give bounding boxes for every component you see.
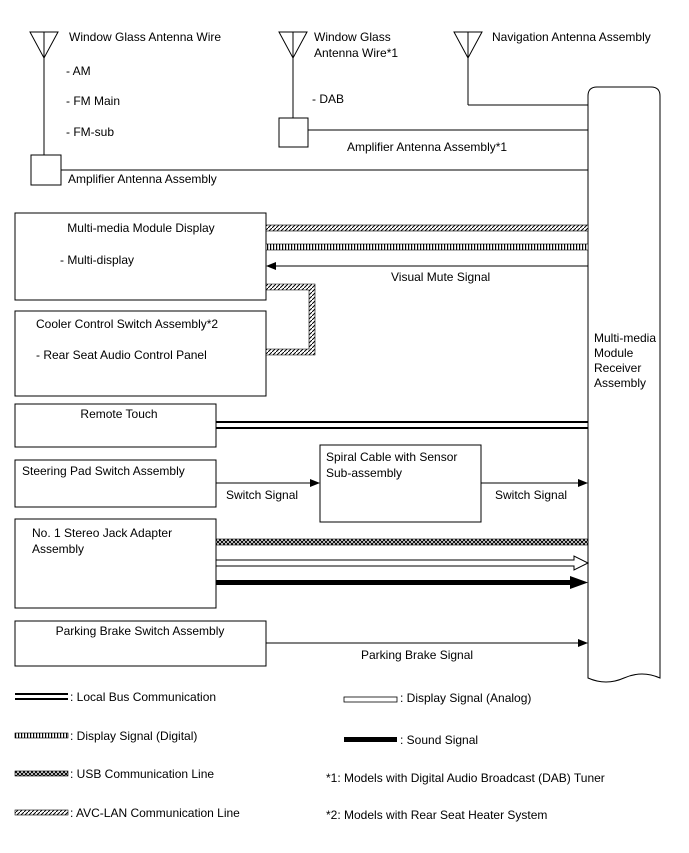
component-subtitle: - Rear Seat Audio Control Panel xyxy=(36,348,207,362)
antenna-signal: - FM-sub xyxy=(66,125,114,139)
receiver-label: Multi-media xyxy=(594,331,656,345)
receiver-box xyxy=(587,86,661,683)
component-box xyxy=(14,310,267,397)
footnote: *1: Models with Digital Audio Broadcast … xyxy=(326,771,605,785)
antenna-label: Navigation Antenna Assembly xyxy=(492,30,651,44)
component-box xyxy=(14,620,267,667)
parking-brake-switch: Parking Brake Switch Assembly Parking Br… xyxy=(14,620,588,667)
receiver-label: Receiver xyxy=(594,361,641,375)
legend-display-digital-swatch xyxy=(14,732,69,739)
receiver-label: Module xyxy=(594,346,634,360)
receiver-assembly: Multi-media Module Receiver Assembly xyxy=(587,86,661,683)
antenna-label: Window Glass Antenna Wire xyxy=(69,30,221,44)
amplifier-box xyxy=(278,117,309,148)
antenna-signal: - AM xyxy=(66,64,91,78)
usb-line xyxy=(215,538,589,546)
legend-usb-swatch xyxy=(14,770,69,777)
legend-sound-swatch xyxy=(344,737,397,742)
component-subtitle: - Multi-display xyxy=(60,253,134,267)
signal-label: Switch Signal xyxy=(226,488,298,502)
signal-label: Switch Signal xyxy=(495,488,567,502)
stereo-jack-adapter: No. 1 Stereo Jack Adapter Assembly xyxy=(14,518,590,609)
antenna-navigation: Navigation Antenna Assembly xyxy=(453,30,651,106)
avc-lan-link xyxy=(265,283,316,356)
component-title: Cooler Control Switch Assembly*2 xyxy=(36,317,218,331)
component-box xyxy=(319,444,482,523)
antenna-window-glass-wire: Window Glass Antenna Wire - AM - FM Main… xyxy=(29,30,588,186)
legend-avc-lan-swatch xyxy=(14,809,69,816)
legend-label: : Display Signal (Digital) xyxy=(70,729,197,743)
antenna-signal: - FM Main xyxy=(66,94,120,108)
component-title: Parking Brake Switch Assembly xyxy=(56,624,225,638)
legend-label: : AVC-LAN Communication Line xyxy=(70,806,240,820)
legend: : Local Bus Communication : Display Sign… xyxy=(14,690,531,820)
display-analog-arrow xyxy=(215,555,590,571)
spiral-cable: Spiral Cable with Sensor Sub-assembly Sw… xyxy=(319,444,588,523)
display-digital-line xyxy=(265,243,589,251)
avc-lan-line xyxy=(265,224,589,232)
steering-pad-switch: Steering Pad Switch Assembly Switch Sign… xyxy=(14,459,320,508)
component-title: No. 1 Stereo Jack Adapter xyxy=(32,526,172,540)
component-box xyxy=(14,212,267,301)
component-title: Spiral Cable with Sensor xyxy=(326,450,457,464)
notes: *1: Models with Digital Audio Broadcast … xyxy=(326,771,605,822)
arrowhead-icon xyxy=(578,639,588,647)
footnote: *2: Models with Rear Seat Heater System xyxy=(326,808,547,822)
sound-signal-line xyxy=(216,580,572,585)
component-title: Remote Touch xyxy=(80,407,157,421)
arrowhead-icon xyxy=(570,576,588,589)
legend-label: : USB Communication Line xyxy=(70,767,214,781)
receiver-label: Assembly xyxy=(594,376,646,390)
amplifier-label: Amplifier Antenna Assembly*1 xyxy=(347,140,507,154)
component-title: Sub-assembly xyxy=(326,466,402,480)
component-box xyxy=(14,459,217,508)
signal-label: Parking Brake Signal xyxy=(361,648,473,662)
component-box xyxy=(14,403,217,448)
antenna-window-glass-wire-1: Window Glass Antenna Wire*1 - DAB Amplif… xyxy=(278,30,588,154)
arrowhead-icon xyxy=(310,479,320,487)
cooler-control-switch: Cooler Control Switch Assembly*2 - Rear … xyxy=(14,283,316,397)
legend-display-analog-swatch xyxy=(343,696,398,703)
amplifier-box xyxy=(30,154,62,186)
multimedia-module-display: Multi-media Module Display - Multi-displ… xyxy=(14,212,589,301)
legend-label: : Sound Signal xyxy=(400,733,478,747)
antenna-label: Window Glass xyxy=(314,30,391,44)
amplifier-label: Amplifier Antenna Assembly xyxy=(68,172,217,186)
component-title: Steering Pad Switch Assembly xyxy=(22,464,185,478)
component-box xyxy=(14,518,217,609)
component-title: Assembly xyxy=(32,542,84,556)
component-title: Multi-media Module Display xyxy=(67,221,214,235)
signal-label: Visual Mute Signal xyxy=(391,270,490,284)
arrowhead-icon xyxy=(578,479,588,487)
antenna-signal: - DAB xyxy=(312,92,344,106)
legend-label: : Display Signal (Analog) xyxy=(400,691,531,705)
antenna-label: Antenna Wire*1 xyxy=(314,46,398,60)
arrowhead-icon xyxy=(266,262,276,270)
legend-label: : Local Bus Communication xyxy=(70,690,216,704)
remote-touch: Remote Touch xyxy=(14,403,588,448)
